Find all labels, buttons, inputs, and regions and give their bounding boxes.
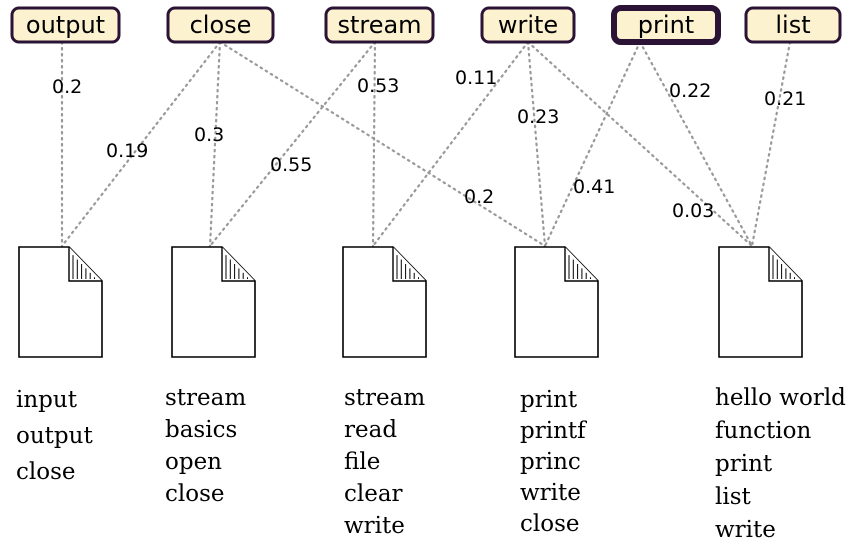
document-word: input (16, 387, 78, 413)
document-word: stream (344, 385, 425, 411)
term-label: stream (337, 11, 421, 39)
document-word: function (715, 418, 811, 444)
term-node-stream: stream (324, 6, 435, 44)
edge-print-doc4 (543, 40, 642, 248)
edge-close-doc1 (60, 40, 222, 248)
document-word: write (715, 517, 776, 543)
document-icon (171, 246, 256, 358)
edge-weight-stream-doc2: 0.55 (270, 154, 312, 176)
weights-layer: 0.2 0.19 0.3 0.2 0.55 0.53 0.11 0.23 0.03 0.41 0.2… (52, 67, 806, 222)
edge-weight-list-doc5: 0.21 (764, 88, 806, 110)
document-icon (342, 246, 427, 358)
document-word: print (715, 451, 773, 477)
document-icon (18, 246, 103, 358)
terms-layer: output close stream write print list (10, 5, 842, 45)
term-label: output (26, 11, 105, 39)
term-node-print: print (611, 5, 721, 45)
term-node-output: output (10, 6, 121, 44)
edge-list-doc5 (750, 40, 792, 248)
document-word: open (165, 449, 222, 475)
term-label: list (775, 11, 810, 39)
edge-weight-write-doc5: 0.03 (672, 200, 714, 222)
document-icon (514, 246, 599, 358)
document-word: princ (520, 449, 581, 475)
documents-layer: input output close stream basics open close str… (16, 246, 846, 543)
edges-layer (60, 40, 792, 248)
term-label: print (638, 11, 694, 39)
document-word: file (344, 449, 380, 475)
term-node-list: list (744, 6, 842, 44)
term-label: close (190, 11, 252, 39)
edge-weight-write-doc4: 0.23 (517, 106, 559, 128)
edge-weight-close-doc4: 0.2 (464, 186, 494, 208)
document-word: output (16, 423, 93, 449)
edge-weight-print-doc4: 0.41 (573, 176, 615, 198)
document-word: clear (344, 481, 403, 507)
term-node-write: write (480, 6, 576, 44)
document-icon (718, 246, 803, 358)
document-word: stream (165, 385, 246, 411)
edge-write-doc4 (526, 40, 547, 248)
edge-weight-close-doc2: 0.3 (194, 124, 224, 146)
edge-weight-output-doc1: 0.2 (52, 76, 82, 98)
edge-weight-print-doc5: 0.22 (669, 80, 711, 102)
edge-close-doc2 (208, 40, 222, 248)
term-label: write (498, 11, 558, 39)
document-word: print (520, 387, 578, 413)
edge-weight-close-doc1: 0.19 (106, 140, 148, 162)
document-word: write (520, 480, 581, 506)
edge-weight-write-doc3: 0.11 (455, 67, 497, 89)
term-node-close: close (166, 6, 275, 44)
document-word: list (715, 484, 752, 510)
edge-write-doc3 (371, 40, 530, 248)
document-word: close (520, 511, 580, 537)
edge-weight-stream-doc3: 0.53 (357, 75, 399, 97)
document-word: close (165, 481, 225, 507)
edge-write-doc5 (526, 40, 754, 248)
document-word: printf (520, 418, 587, 444)
edge-stream-doc2 (208, 40, 377, 248)
document-word: basics (165, 417, 237, 443)
document-word: read (344, 417, 397, 443)
document-word: write (344, 513, 405, 539)
document-word: hello world (715, 385, 846, 411)
document-word: close (16, 459, 76, 485)
edge-close-doc4 (218, 40, 547, 248)
edge-stream-doc3 (371, 40, 377, 248)
edge-print-doc5 (638, 40, 754, 248)
